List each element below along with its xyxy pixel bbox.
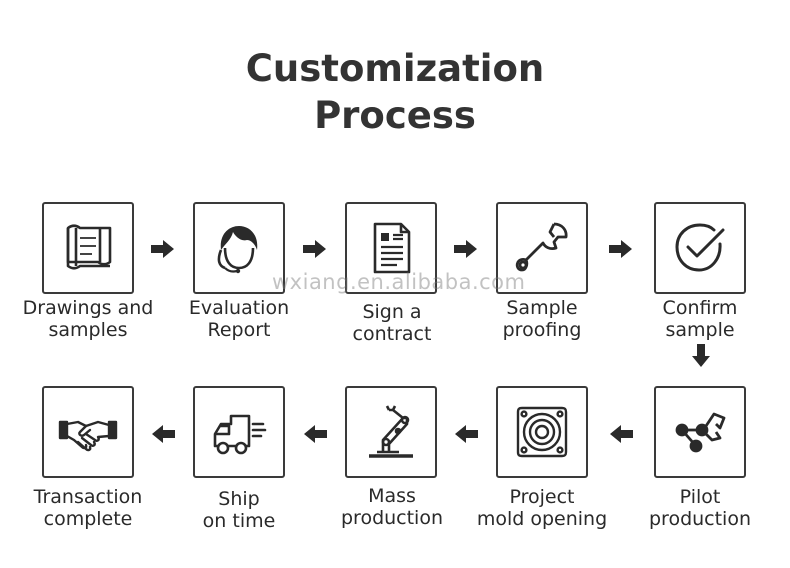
blueprint-scroll-icon	[66, 224, 112, 270]
step-box-confirm	[654, 202, 746, 294]
arrow-right-icon	[454, 240, 477, 258]
step-box-contract	[345, 202, 437, 294]
arrow-left-icon	[304, 425, 327, 443]
headset-person-icon	[217, 226, 258, 274]
check-circle-icon	[675, 223, 725, 272]
arrow-left-icon	[455, 425, 478, 443]
step-box-transaction	[42, 386, 134, 478]
speaker-mold-icon	[516, 406, 568, 458]
wrench-icon	[515, 222, 568, 272]
step-box-pilot	[654, 386, 746, 478]
arrow-right-icon	[609, 240, 632, 258]
robot-gripper-icon	[675, 412, 726, 453]
delivery-truck-icon	[213, 414, 267, 455]
step-box-ship	[193, 386, 285, 478]
step-box-mass-production	[345, 386, 437, 478]
step-box-mold-opening	[496, 386, 588, 478]
step-box-drawings	[42, 202, 134, 294]
robot-arm-icon	[369, 405, 413, 458]
arrow-right-icon	[303, 240, 326, 258]
document-icon	[373, 222, 411, 274]
step-box-evaluation	[193, 202, 285, 294]
arrow-left-icon	[152, 425, 175, 443]
page-title-line1: Customization	[245, 47, 545, 90]
arrow-down-icon	[692, 344, 710, 367]
handshake-icon	[58, 420, 118, 452]
arrow-left-icon	[610, 425, 633, 443]
watermark: wxiang.en.alibaba.com	[272, 270, 526, 294]
page-title-line2: Process	[314, 94, 476, 137]
step-box-sample-proofing	[496, 202, 588, 294]
arrow-right-icon	[151, 240, 174, 258]
